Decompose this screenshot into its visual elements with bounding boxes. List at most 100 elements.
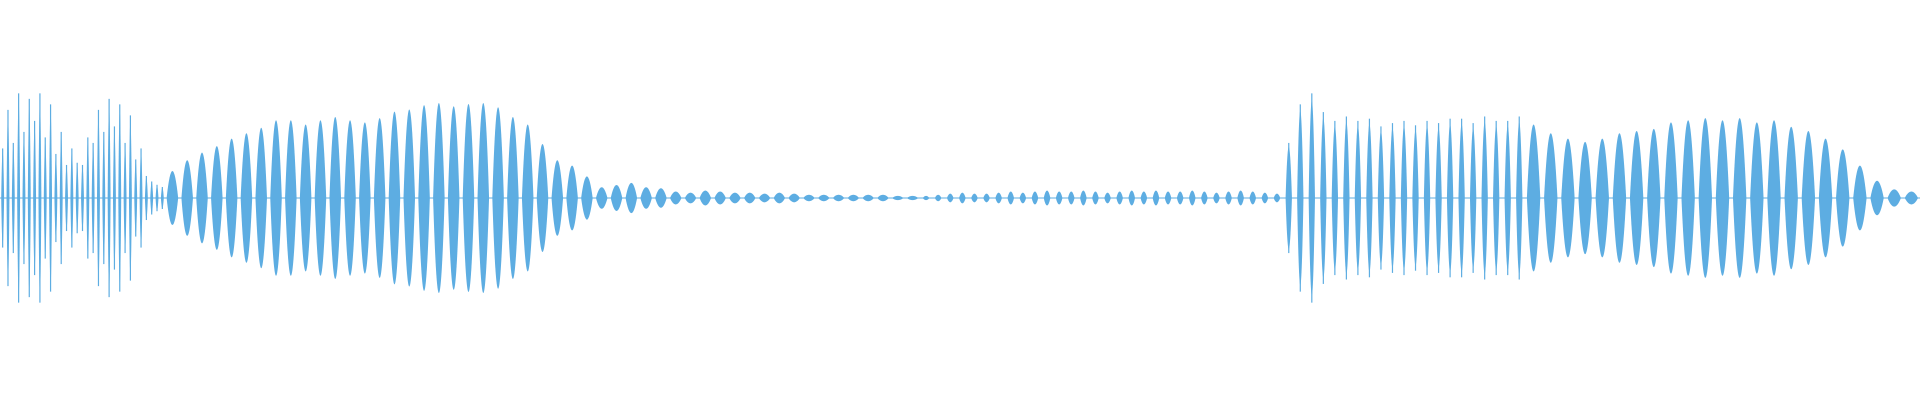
waveform-peak [1334, 120, 1336, 276]
waveform-peak [119, 104, 121, 292]
waveform-lobe [959, 192, 966, 204]
waveform-lobe [581, 176, 593, 220]
waveform-shapes [0, 93, 1920, 303]
waveform-lobe [1715, 120, 1730, 276]
waveform-peak [1472, 123, 1474, 273]
waveform-lobe [1092, 191, 1099, 205]
waveform-lobe [1007, 191, 1015, 205]
waveform-lobe [1080, 190, 1087, 206]
waveform-lobe [166, 171, 179, 225]
waveform-lobe [906, 195, 919, 201]
waveform-lobe [359, 122, 371, 274]
waveform-lobe [684, 192, 697, 204]
waveform-lobe [1225, 191, 1232, 205]
waveform-lobe [1104, 192, 1111, 204]
waveform-peak [1518, 116, 1520, 280]
waveform-lobe [847, 194, 860, 202]
waveform-lobe [1140, 191, 1148, 205]
waveform-lobe [1784, 126, 1798, 270]
waveform-peak [28, 98, 30, 298]
waveform-lobe [699, 190, 712, 206]
waveform-lobe [1681, 120, 1695, 276]
waveform-lobe [1261, 192, 1269, 204]
waveform-peak [1449, 118, 1451, 278]
waveform-lobe [1544, 133, 1558, 263]
waveform-peak [87, 137, 89, 259]
waveform-lobe [255, 127, 267, 269]
waveform-lobe [995, 192, 1002, 204]
waveform-peak [1437, 123, 1440, 273]
waveform-lobe [1526, 124, 1541, 272]
waveform-lobe [1595, 138, 1609, 258]
waveform-peak [2, 148, 4, 248]
waveform-lobe [1237, 190, 1244, 206]
waveform-lobe [625, 182, 638, 214]
waveform-lobe [1273, 193, 1281, 203]
waveform-lobe [773, 192, 786, 204]
waveform-lobe [669, 191, 682, 205]
waveform-peak [81, 164, 84, 232]
waveform-lobe [803, 194, 815, 202]
waveform-peak [108, 98, 110, 298]
waveform-peak [140, 148, 142, 248]
waveform-lobe [971, 193, 978, 203]
waveform-peak [1461, 118, 1463, 278]
waveform-lobe [640, 187, 652, 209]
waveform-lobe [388, 111, 401, 285]
waveform-lobe [521, 124, 534, 272]
waveform-peak [65, 164, 68, 232]
waveform-lobe [655, 188, 667, 208]
waveform-lobe [595, 187, 608, 209]
waveform-peak [1391, 123, 1394, 273]
waveform-lobe [1578, 141, 1592, 255]
waveform-peak [92, 142, 94, 254]
waveform-lobe [1128, 190, 1136, 206]
waveform-peak [151, 181, 153, 215]
waveform-peak [97, 109, 100, 287]
waveform-lobe [1853, 165, 1867, 231]
waveform-lobe [983, 193, 990, 203]
waveform-lobe [181, 160, 193, 236]
waveform-lobe [1055, 191, 1063, 205]
waveform-peak [12, 142, 14, 254]
waveform-lobe [1629, 131, 1644, 265]
waveform-lobe [1612, 133, 1627, 263]
waveform-peak [129, 115, 132, 281]
waveform-peak [1322, 112, 1324, 284]
waveform-lobe [285, 120, 297, 276]
waveform-lobe [536, 144, 549, 252]
waveform-lobe [211, 146, 223, 250]
waveform-lobe [403, 109, 416, 287]
waveform-lobe [1904, 191, 1919, 205]
waveform-lobe [462, 104, 475, 292]
waveform-peak [1345, 116, 1347, 280]
waveform-lobe [714, 191, 726, 205]
waveform-lobe [1176, 191, 1184, 205]
waveform-peak [39, 93, 41, 303]
waveform-peak [156, 184, 158, 212]
waveform-peak [33, 120, 36, 276]
waveform-lobe [447, 106, 460, 290]
waveform-peak [1357, 120, 1359, 276]
waveform-peak [1403, 120, 1405, 276]
waveform-lobe [1561, 138, 1575, 258]
waveform-lobe [1116, 191, 1123, 205]
waveform-lobe [788, 193, 800, 203]
waveform-lobe [373, 118, 386, 278]
waveform-lobe [551, 160, 564, 236]
waveform-lobe [418, 105, 430, 291]
waveform-lobe [758, 193, 771, 203]
waveform-peak [44, 137, 46, 259]
waveform-lobe [1019, 192, 1027, 204]
waveform-lobe [433, 102, 445, 294]
waveform-lobe [832, 194, 845, 202]
waveform-peak [103, 131, 105, 265]
waveform-peak [49, 104, 52, 292]
waveform-peak [1368, 118, 1371, 278]
waveform-lobe [329, 117, 342, 279]
waveform-lobe [270, 120, 282, 276]
waveform-peak [1414, 125, 1417, 271]
waveform-lobe [225, 138, 238, 258]
waveform-peak [1311, 93, 1313, 303]
